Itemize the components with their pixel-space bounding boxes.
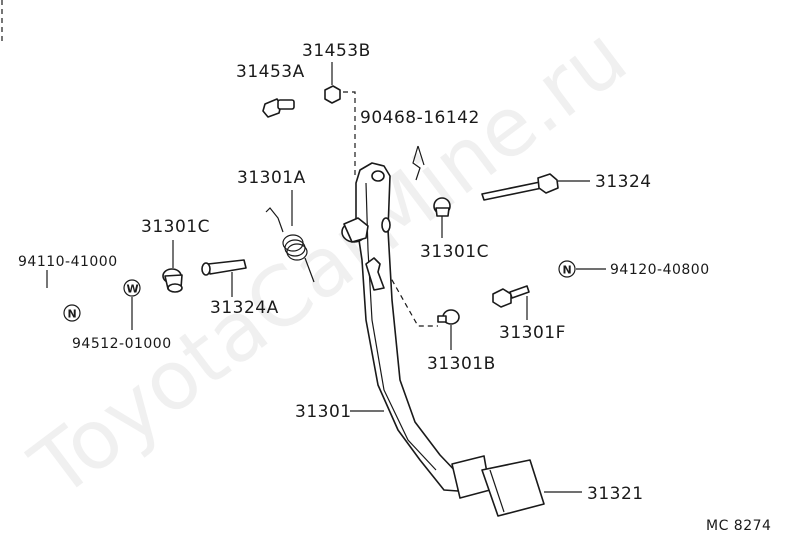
svg-text:N: N [563, 264, 572, 277]
label-31301b: 31301B [427, 354, 496, 374]
dashed-leader-31301b [382, 263, 438, 327]
label-94120-40800: 94120-40800 [610, 262, 710, 278]
nut-31453b-part [324, 62, 341, 104]
bushing-31301c-right-part [433, 197, 451, 217]
svg-text:N: N [68, 308, 77, 321]
dashed-leader-31453 [343, 91, 356, 178]
w-symbol-left: W [123, 279, 141, 297]
label-31301: 31301 [295, 402, 352, 422]
bolt-31324-part [481, 173, 559, 201]
pin-31324a-part [201, 259, 247, 276]
diagram-code: MC 8274 [706, 518, 771, 534]
brake-pedal-lever-31301-part [341, 162, 461, 492]
label-94512-01000: 94512-01000 [72, 336, 172, 352]
label-31453b: 31453B [302, 41, 371, 61]
label-31321: 31321 [587, 484, 644, 504]
label-31301c-left: 31301C [141, 217, 210, 237]
pedal-pad-31321-part [451, 455, 545, 517]
label-31301a: 31301A [237, 168, 306, 188]
n-symbol-right: N [558, 260, 576, 278]
clip-90468-part [412, 145, 425, 181]
label-94110-41000: 94110-41000 [18, 254, 118, 270]
stopper-bolt-31301f-part [492, 285, 530, 308]
bolt-31453a-part [262, 98, 295, 118]
label-90468-16142: 90468-16142 [360, 108, 480, 128]
label-31324: 31324 [595, 172, 652, 192]
label-31453a: 31453A [236, 62, 305, 82]
label-31324a: 31324A [210, 298, 279, 318]
cushion-31301b-part [437, 309, 460, 325]
label-31301c-right: 31301C [420, 242, 489, 262]
n-symbol-left: N [63, 304, 81, 322]
svg-text:W: W [127, 283, 139, 296]
return-spring-31301a-part [265, 207, 315, 283]
bushing-31301c-left-part [162, 268, 183, 293]
label-31301f: 31301F [499, 323, 566, 343]
